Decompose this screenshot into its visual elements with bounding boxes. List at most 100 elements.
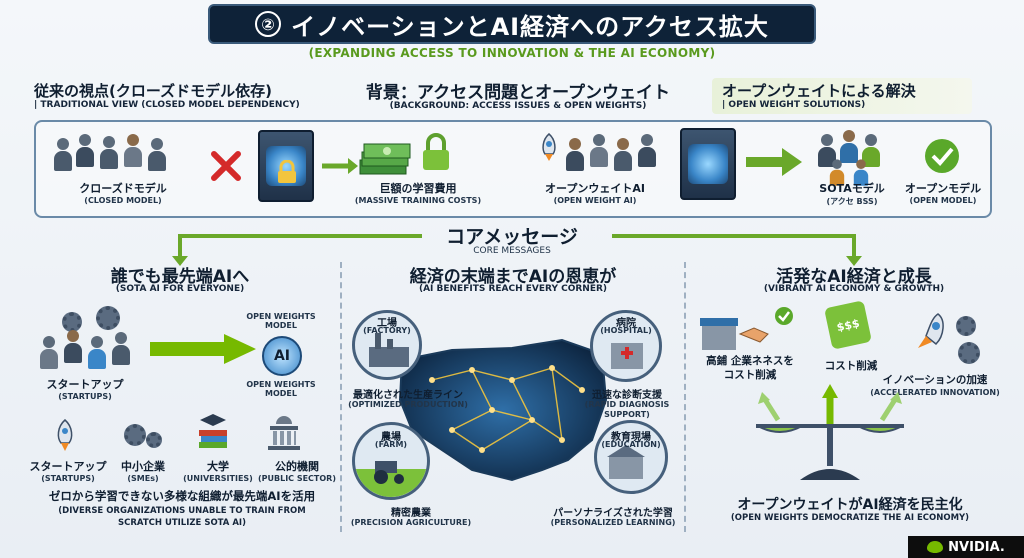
title-banner: ② イノベーションとAI経済へのアクセス拡大	[208, 4, 816, 44]
traditional-view-heading: 従来の視点(クローズドモデル依存)	[34, 82, 272, 100]
check-icon	[925, 139, 959, 173]
person-icon	[829, 159, 845, 186]
nvidia-eye-icon	[927, 541, 944, 553]
brand-name: NVIDIA.	[948, 539, 1005, 555]
org-universities-sublabel: (UNIVERSITIES)	[183, 474, 253, 483]
business-cost-label: 高鋪 企業ネネスを コスト削減	[706, 355, 794, 381]
government-building-icon	[268, 416, 300, 450]
gear-icon	[146, 432, 162, 448]
innovation-sublabel: (ACCELERATED INNOVATION)	[870, 388, 1000, 397]
training-costs-label: 巨額の学習費用	[379, 182, 457, 195]
education-sublabel: (EDUCATION)	[601, 440, 661, 449]
cross-icon	[211, 151, 241, 181]
page-title: イノベーションとAI経済へのアクセス拡大	[291, 12, 769, 41]
open-model-sublabel: (OPEN MODEL)	[909, 196, 977, 205]
rocket-icon	[542, 133, 556, 161]
page-subtitle: (EXPANDING ACCESS TO INNOVATION & THE AI…	[308, 46, 716, 60]
open-weights-top-label: OPEN WEIGHTS MODEL	[246, 312, 316, 330]
col2-subheading: (AI BENEFITS REACH EVERY CORNER)	[418, 284, 608, 294]
person-icon	[862, 134, 880, 168]
hospital-bubble	[590, 310, 662, 382]
sota-model-sublabel: (アクセ BSS)	[826, 197, 878, 206]
background-subheading: (BACKGROUND: ACCESS ISSUES & OPEN WEIGHT…	[389, 101, 647, 111]
padlock-icon	[423, 133, 449, 170]
money-stack-icon	[359, 143, 411, 175]
solution-subheading: | OPEN WEIGHT SOLUTIONS)	[722, 100, 866, 110]
person-icon	[64, 330, 82, 364]
sota-model-label: SOTAモデル	[819, 182, 885, 195]
org-public-label: 公的機関	[275, 460, 319, 473]
person-icon	[638, 134, 656, 168]
hospital-sublabel: (HOSPITAL)	[600, 326, 652, 335]
factory-bubble	[352, 310, 422, 380]
solution-heading-bg	[712, 78, 972, 114]
rocket-icon	[57, 419, 73, 451]
org-smes-label: 中小企業	[121, 460, 165, 473]
hospital-label: 病院	[616, 318, 636, 329]
person-icon	[88, 336, 106, 370]
col3-heading: 活発なAI経済と成長	[776, 267, 932, 287]
person-icon	[54, 138, 72, 172]
startups-big-label: スタートアップ	[46, 378, 124, 391]
open-server-icon	[680, 128, 736, 200]
education-label: 教育現場	[611, 432, 651, 443]
person-icon	[148, 138, 166, 172]
diagnosis-label: 迅速な診断支援	[592, 390, 662, 401]
locked-server-icon	[258, 130, 314, 202]
books-icon	[199, 414, 227, 448]
arrow-right-icon	[322, 158, 358, 174]
optimized-sublabel: (OPTIMIZED PRODUCTION)	[348, 400, 468, 409]
col1-heading: 誰でも最先端AIへ	[110, 267, 250, 287]
precision-sublabel: (PRECISION AGRICULTURE)	[350, 518, 472, 527]
col1-subheading: (SOTA AI FOR EVERYONE)	[115, 284, 245, 294]
col3-footer: オープンウェイトがAI経済を民主化	[737, 497, 963, 513]
closed-model-sublabel: (CLOSED MODEL)	[84, 196, 162, 205]
startups-big-sublabel: (STARTUPS)	[58, 392, 112, 401]
open-weight-ai-label: オープンウェイトAI	[545, 182, 645, 195]
traditional-view-subheading: | TRADITIONAL VIEW (CLOSED MODEL DEPENDE…	[34, 100, 300, 110]
org-smes-sublabel: (SMEs)	[127, 474, 159, 483]
check-icon	[775, 307, 793, 325]
education-bubble	[594, 420, 668, 494]
person-icon	[76, 134, 94, 168]
open-weight-ai-sublabel: (OPEN WEIGHT AI)	[553, 196, 637, 205]
balance-scale-icon	[756, 384, 904, 480]
precision-label: 精密農業	[391, 508, 431, 519]
personalized-label: パーソナライズされた学習	[553, 508, 673, 519]
col2-heading: 経済の末端までAIの恩恵が	[409, 267, 617, 287]
org-startups-sublabel: (STARTUPS)	[41, 474, 95, 483]
core-connector	[172, 234, 862, 266]
closed-model-label: クローズドモデル	[79, 182, 167, 195]
core-heading: コアメッセージ	[446, 226, 578, 248]
factory-sublabel: (FACTORY)	[363, 326, 411, 335]
innovation-label: イノベーションの加速	[882, 374, 988, 386]
price-tag-icon: $$$	[824, 300, 872, 350]
school-icon	[607, 445, 645, 479]
person-icon	[124, 134, 142, 168]
column-divider	[684, 262, 686, 532]
open-weights-bottom-label: OPEN WEIGHTS MODEL	[246, 380, 316, 398]
person-icon	[590, 134, 608, 168]
farm-sublabel: (FARM)	[374, 440, 408, 449]
rocket-icon	[918, 313, 944, 348]
col3-subheading: (VIBRANT AI ECONOMY & GROWTH)	[763, 284, 945, 294]
arrow-right-icon	[746, 148, 802, 176]
person-icon	[818, 134, 836, 168]
open-model-label: オープンモデル	[904, 182, 982, 195]
factory-label: 工場	[377, 318, 397, 329]
core-subheading: CORE MESSAGES	[473, 246, 551, 256]
person-icon	[112, 332, 130, 366]
farm-label: 農場	[381, 432, 401, 443]
gear-icon	[958, 342, 980, 364]
person-icon	[40, 336, 58, 370]
gear-icon	[62, 312, 82, 332]
farm-bubble	[352, 422, 430, 500]
personalized-sublabel: (PERSONALIZED LEARNING)	[550, 518, 676, 527]
person-icon	[840, 130, 858, 164]
diagnosis-sublabel: (RAPID DIAGNOSIS SUPPORT)	[584, 400, 670, 419]
person-icon	[853, 159, 869, 186]
org-universities-label: 大学	[207, 460, 229, 473]
person-icon	[566, 138, 584, 172]
col3-footer-sub: (OPEN WEIGHTS DEMOCRATIZE THE AI ECONOMY…	[730, 513, 970, 523]
